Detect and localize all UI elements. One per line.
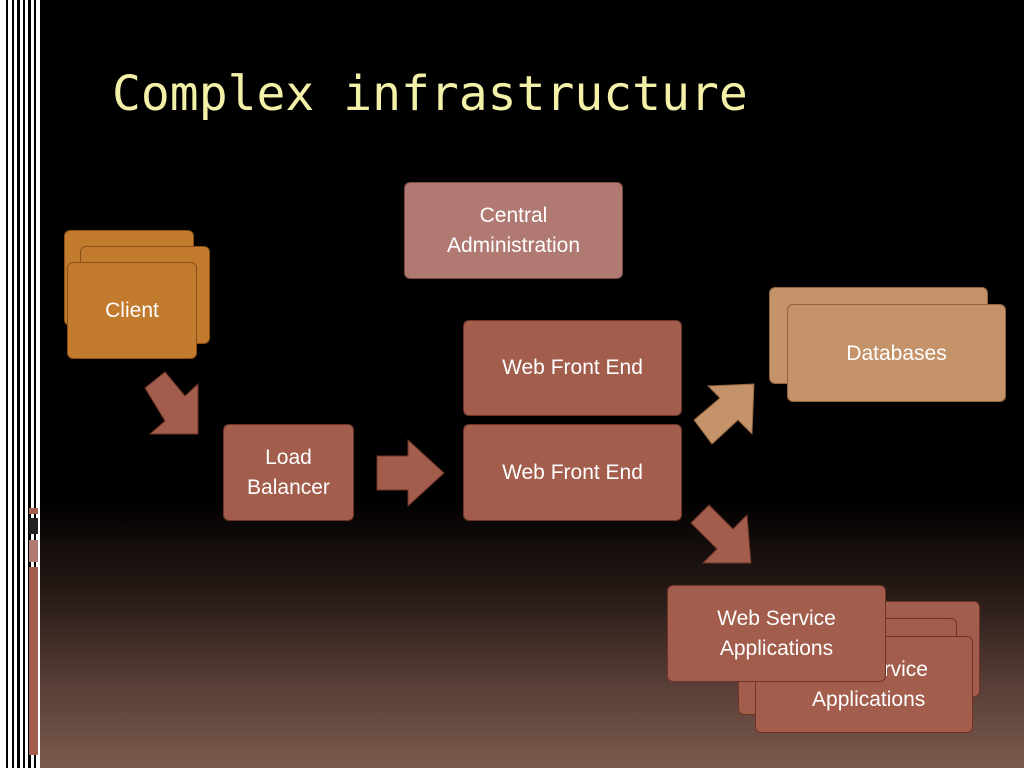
web-service-apps-node: Web Service Applications — [667, 585, 886, 682]
central-administration-node: Central Administration — [404, 182, 623, 279]
load-balancer-label-line2: Balancer — [247, 475, 330, 499]
strip-accent — [29, 508, 38, 514]
strip-accent — [29, 518, 38, 534]
web-service-apps-label-line2: Applications — [719, 636, 834, 660]
web-front-end-label-1: Web Front End — [502, 356, 643, 379]
left-decorative-strip — [0, 0, 40, 768]
load-balancer-label-line1: Load — [265, 445, 312, 469]
strip-line — [34, 0, 36, 768]
strip-accent — [29, 540, 38, 562]
strip-accent — [29, 567, 38, 755]
strip-line — [6, 0, 8, 768]
web-service-apps-back-label-line2: Applications — [812, 687, 926, 711]
strip-line — [12, 0, 14, 768]
arrow-web-front-end-to-databases — [693, 383, 755, 445]
web-service-apps-label-line1: Web Service — [717, 606, 836, 630]
arrow-load-balancer-to-web-front-end — [376, 438, 445, 508]
arrow-web-front-end-to-web-service-apps — [690, 504, 752, 564]
strip-line — [28, 0, 31, 768]
client-label: Client — [105, 298, 159, 322]
strip-line — [17, 0, 20, 768]
slide-title: Complex infrastructure — [112, 66, 748, 122]
central-administration-label-line2: Administration — [446, 233, 581, 257]
web-front-end-node-2: Web Front End — [463, 424, 682, 521]
load-balancer-node: Load Balancer — [223, 424, 354, 521]
client-node: Client — [67, 262, 197, 359]
web-front-end-node-1: Web Front End — [463, 320, 682, 416]
databases-label: Databases — [846, 342, 947, 365]
central-administration-label-line1: Central — [479, 203, 548, 227]
web-front-end-label-2: Web Front End — [502, 460, 643, 484]
arrow-client-to-load-balancer — [144, 371, 199, 435]
strip-line — [23, 0, 25, 768]
databases-node: Databases — [787, 304, 1006, 402]
